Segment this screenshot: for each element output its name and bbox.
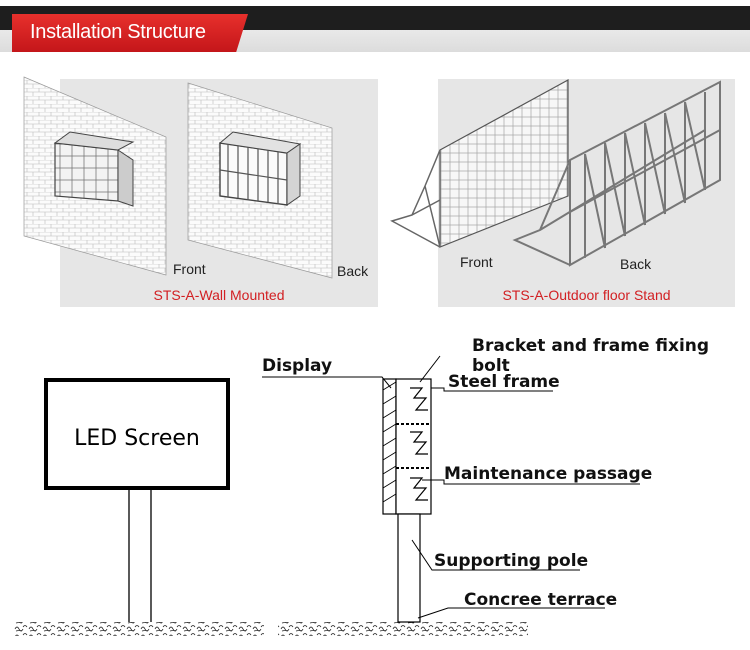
stand-front-label: Front <box>460 254 493 270</box>
led-screen-box: LED Screen <box>44 378 230 490</box>
led-screen-label: LED Screen <box>74 426 200 451</box>
supporting-pole <box>397 513 421 623</box>
ground-left <box>14 622 264 636</box>
header-red-tab <box>12 14 248 52</box>
supporting-pole-label: Supporting pole <box>434 551 589 571</box>
diagram-title: Bracket and frame fixing bolt <box>472 336 710 376</box>
wall-front-label: Front <box>173 261 206 277</box>
stand-back-label: Back <box>620 256 652 272</box>
display-strip <box>382 378 397 515</box>
steel-frame-box <box>395 378 432 515</box>
wall-back-label: Back <box>337 263 369 279</box>
wall-mounted-caption: STS-A-Wall Mounted <box>153 287 285 303</box>
left-poles <box>128 490 152 622</box>
front-stand-screen <box>439 78 569 248</box>
front-screen-side <box>117 149 134 207</box>
steel-frame-label: Steel frame <box>448 372 560 392</box>
concrete-terrace-label: Concree terrace <box>464 590 618 610</box>
section-header: Installation Structure <box>0 0 750 54</box>
display-label: Display <box>262 356 333 376</box>
ground-right <box>278 622 528 636</box>
section-title: Installation Structure <box>30 21 206 43</box>
leader-lines <box>262 355 640 619</box>
maintenance-passage-label: Maintenance passage <box>444 464 653 484</box>
floor-stand-caption: STS-A-Outdoor floor Stand <box>502 287 671 303</box>
back-stand-frame <box>512 80 721 267</box>
